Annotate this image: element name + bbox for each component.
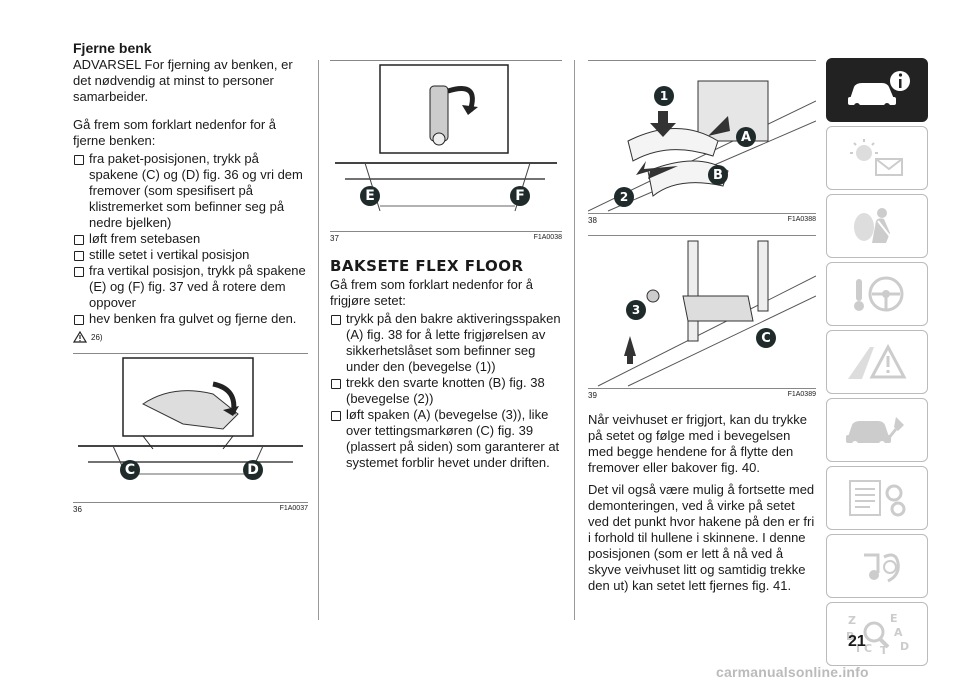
- index-letter: C: [864, 642, 872, 655]
- figure-code: F1A0389: [787, 391, 816, 398]
- tab-safety[interactable]: [826, 194, 928, 258]
- warning-ref-number: 26): [91, 332, 103, 342]
- figure-39: 3 C: [588, 235, 817, 389]
- section-heading-flex-floor: BAKSETE FLEX FLOOR: [330, 257, 524, 275]
- index-letter: B: [846, 630, 854, 643]
- index-letter: D: [900, 640, 909, 653]
- warning-triangle-icon: [73, 331, 87, 343]
- column-divider: [574, 60, 575, 620]
- paragraph: Når veivhuset er frigjort, kan du trykke…: [588, 412, 807, 475]
- figure-number: 38: [588, 216, 597, 225]
- tab-index[interactable]: Z E A B D C T I: [826, 602, 928, 666]
- lead-text: Gå frem som forklart nedenfor for å frig…: [330, 277, 534, 308]
- callout-c: C: [120, 460, 140, 480]
- warning-reference: 26): [73, 331, 308, 343]
- tab-warning-lights[interactable]: [826, 126, 928, 190]
- technical-data-icon: [849, 480, 906, 517]
- index-letter: E: [890, 612, 898, 625]
- column-right: 1 A B 2 38 F1A0388 3 C 39 F1A0389 Når ve…: [587, 60, 817, 600]
- list-item: løft frem setebasen: [73, 231, 308, 247]
- figure-36: C D: [73, 353, 308, 503]
- tab-car-info[interactable]: [826, 58, 928, 122]
- figure-number: 36: [73, 505, 82, 514]
- column-middle: E F 37 F1A0038 BAKSETE FLEX FLOOR Gå fre…: [330, 20, 562, 475]
- index-letter: T: [880, 644, 888, 657]
- figure-caption: 38 F1A0388: [588, 216, 816, 225]
- chapter-tabs: Z E A B D C T I: [826, 58, 928, 670]
- lead-text: Gå frem som forklart nedenfor for å fjer…: [73, 117, 277, 148]
- callout-d: D: [243, 460, 263, 480]
- tab-starting-driving[interactable]: [826, 262, 928, 326]
- callout-c: C: [756, 328, 776, 348]
- figure-number: 39: [588, 391, 597, 400]
- callout-e: E: [360, 186, 380, 206]
- warning-intro: ADVARSEL For fjerning av benken, er det …: [73, 57, 293, 104]
- list-item: trykk på den bakre aktiveringsspaken (A)…: [330, 311, 562, 375]
- section-heading-remove-bench: Fjerne benk: [73, 40, 152, 56]
- car-info-icon: [848, 71, 910, 109]
- list-item: stille setet i vertikal posisjon: [73, 247, 308, 263]
- figure-caption: 36 F1A0037: [73, 505, 308, 514]
- figure-37: E F: [330, 60, 562, 232]
- callout-a: A: [736, 127, 756, 147]
- tab-technical-data[interactable]: [826, 466, 928, 530]
- index-letter: Z: [848, 614, 856, 627]
- figure-caption: 39 F1A0389: [588, 391, 816, 400]
- figure-code: F1A0388: [787, 216, 816, 223]
- figure-caption: 37 F1A0038: [330, 234, 562, 243]
- list-item: hev benken fra gulvet og fjerne den.: [73, 311, 308, 327]
- road-warning-icon: [848, 343, 907, 379]
- tab-maintenance[interactable]: [826, 398, 928, 462]
- callout-1: 1: [654, 86, 674, 106]
- bench-lever-illustration: [73, 354, 308, 502]
- callout-f: F: [510, 186, 530, 206]
- tab-multimedia[interactable]: [826, 534, 928, 598]
- list-item: løft spaken (A) (bevegelse (3)), like ov…: [330, 407, 562, 471]
- list-item: fra vertikal posisjon, trykk på spakene …: [73, 263, 308, 311]
- figure-number: 37: [330, 234, 339, 243]
- callout-b: B: [708, 165, 728, 185]
- callout-2: 2: [614, 187, 634, 207]
- figure-38: 1 A B 2: [587, 60, 817, 214]
- paragraph: Det vil også være mulig å fortsette med …: [588, 482, 815, 593]
- seat-lever-illustration: [330, 61, 562, 231]
- list-item: trekk den svarte knotten (B) fig. 38 (be…: [330, 375, 562, 407]
- car-maintenance-icon: [846, 417, 904, 447]
- callout-3: 3: [626, 300, 646, 320]
- list-item: fra paket-posisjonen, trykk på spakene (…: [73, 151, 308, 231]
- warning-lights-icon: [850, 139, 903, 176]
- alphabet-index-icon: Z E A B D C T I: [846, 612, 909, 657]
- multimedia-icon: [864, 553, 900, 583]
- index-letter: I: [856, 642, 860, 655]
- page-number: 21: [848, 633, 866, 650]
- airbag-safety-icon: [854, 208, 893, 243]
- figure-code: F1A0038: [533, 234, 562, 241]
- index-letter: A: [894, 626, 903, 639]
- column-left: Fjerne benk ADVARSEL For fjerning av ben…: [73, 40, 308, 522]
- tab-emergency[interactable]: [826, 330, 928, 394]
- seat-marker-illustration: [588, 236, 817, 388]
- footer-watermark: carmanualsonline.info: [716, 664, 869, 680]
- steering-wheel-key-icon: [854, 276, 904, 312]
- figure-code: F1A0037: [279, 505, 308, 512]
- column-divider: [318, 60, 319, 620]
- steps-list: fra paket-posisjonen, trykk på spakene (…: [73, 151, 308, 327]
- steps-list: trykk på den bakre aktiveringsspaken (A)…: [330, 311, 562, 471]
